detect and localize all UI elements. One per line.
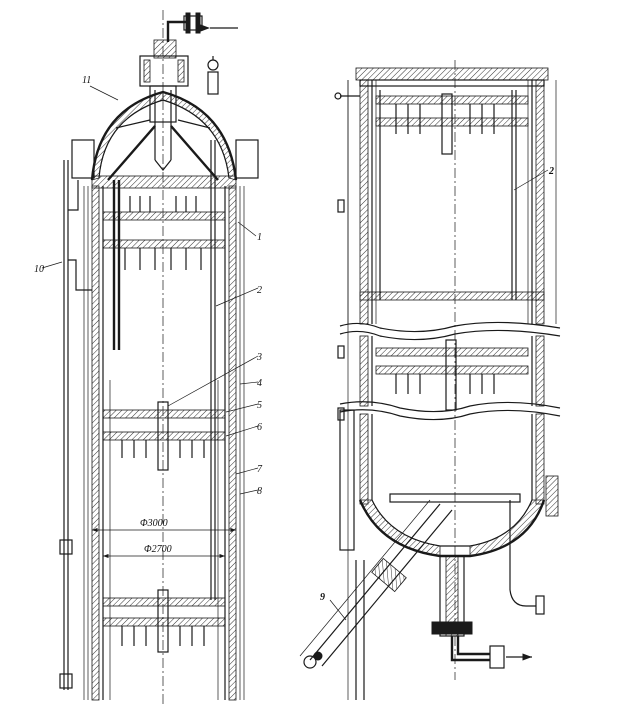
left-tray-3: [102, 589, 226, 653]
callout-2: 2: [257, 285, 262, 296]
callout-3: 3: [256, 352, 262, 363]
left-side-pipe: [59, 160, 92, 690]
right-lower-shell: [339, 409, 559, 558]
right-support-column: [337, 80, 365, 700]
dimension-phi2700: Φ2700: [144, 544, 172, 555]
left-internal-tubes: [109, 140, 219, 700]
left-tray-2: [102, 401, 226, 471]
left-shell: [83, 185, 245, 701]
right-top-flange: [355, 67, 549, 81]
callout-8: 8: [257, 486, 262, 497]
callout-10: 10: [34, 264, 44, 275]
right-side-fitting: [509, 500, 545, 615]
left-top-fitting: [207, 56, 219, 95]
right-bottom-outlet: [431, 555, 532, 669]
left-dimensions: Φ3000 Φ2700: [92, 518, 236, 559]
right-reactor-view: 2 9: [299, 60, 561, 700]
left-tray-1: [102, 196, 226, 270]
callout-5: 5: [257, 400, 262, 411]
right-discharge-pipe: [299, 499, 453, 669]
dimension-phi3000: Φ3000: [140, 518, 168, 529]
right-tray-top: [334, 92, 529, 155]
callout-6: 6: [257, 422, 262, 433]
left-callouts: 11 10 1 2 3 4 5 6 7 8: [34, 75, 263, 497]
callout-9: 9: [320, 592, 325, 603]
callout-4: 4: [257, 378, 262, 389]
left-reactor-view: Φ3000 Φ2700 11 10 1 2 3 4 5 6 7 8: [34, 10, 263, 705]
right-callouts: 2 9: [320, 166, 554, 621]
callout-7: 7: [257, 464, 263, 475]
left-top-inlet: [139, 12, 238, 171]
callout-1: 1: [257, 232, 262, 243]
left-dome-head: [71, 90, 259, 189]
callout-11: 11: [82, 75, 91, 86]
right-middle-shell: [359, 335, 545, 411]
callout-2-right: 2: [548, 166, 554, 177]
